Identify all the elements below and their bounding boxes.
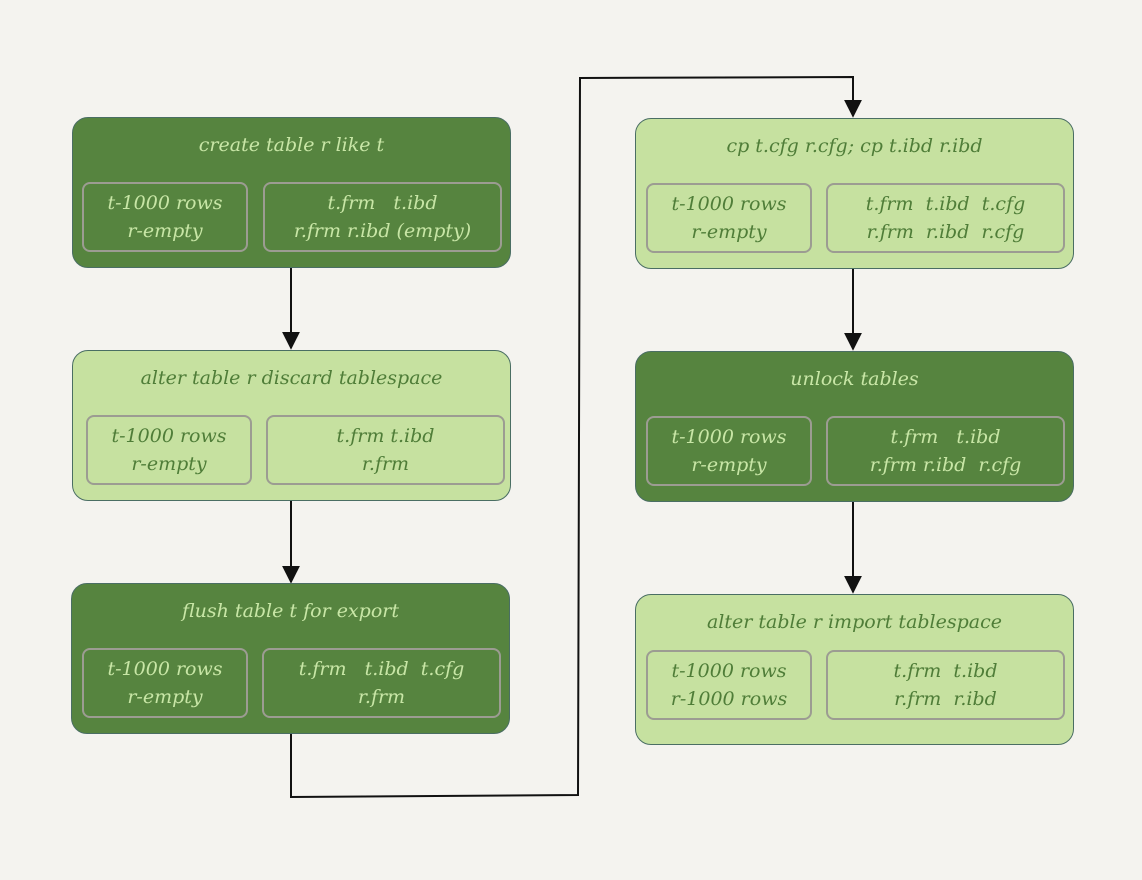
files-box: t.frm t.ibd t.cfg r.frm	[262, 648, 501, 718]
step-copy-files: cp t.cfg r.cfg; cp t.ibd r.ibd t-1000 ro…	[635, 118, 1074, 269]
arrow-step3-to-step4	[290, 75, 862, 799]
row-count-line: r-empty	[127, 220, 203, 242]
files-line: t.frm t.ibd	[327, 192, 438, 214]
row-count-line: t-1000 rows	[671, 426, 787, 448]
files-box: t.frm t.ibd r.frm r.ibd r.cfg	[826, 416, 1065, 486]
step-title: alter table r import tablespace	[706, 611, 1003, 633]
row-count-line: r-empty	[691, 221, 767, 243]
step-title: flush table t for export	[182, 600, 399, 622]
files-line: r.frm	[357, 686, 406, 708]
step-title: cp t.cfg r.cfg; cp t.ibd r.ibd	[726, 135, 983, 157]
step-flush-table: flush table t for export t-1000 rows r-e…	[71, 583, 510, 734]
row-count-line: r-empty	[127, 686, 203, 708]
row-count-line: r-empty	[131, 453, 207, 475]
files-box: t.frm t.ibd t.cfg r.frm r.ibd r.cfg	[826, 183, 1065, 253]
files-line: r.frm r.ibd r.cfg	[869, 454, 1022, 476]
files-box: t.frm t.ibd r.frm	[266, 415, 505, 485]
row-count-line: t-1000 rows	[107, 192, 223, 214]
files-line: r.frm r.ibd r.cfg	[866, 221, 1025, 243]
step-unlock-tables: unlock tables t-1000 rows r-empty t.frm …	[635, 351, 1074, 502]
files-line: r.frm r.ibd	[894, 688, 997, 710]
row-count-box: t-1000 rows r-empty	[646, 416, 812, 486]
step-import-tablespace: alter table r import tablespace t-1000 r…	[635, 594, 1074, 745]
row-count-line: t-1000 rows	[671, 660, 787, 682]
row-count-box: t-1000 rows r-empty	[86, 415, 252, 485]
step-title: alter table r discard tablespace	[140, 367, 443, 389]
files-line: t.frm t.ibd	[890, 426, 1001, 448]
row-count-line: t-1000 rows	[111, 425, 227, 447]
step-discard-tablespace: alter table r discard tablespace t-1000 …	[72, 350, 511, 501]
row-count-line: t-1000 rows	[107, 658, 223, 680]
step-create-table: create table r like t t-1000 rows r-empt…	[72, 117, 511, 268]
row-count-box: t-1000 rows r-empty	[646, 183, 812, 253]
files-line: r.frm	[361, 453, 410, 475]
files-box: t.frm t.ibd r.frm r.ibd (empty)	[263, 182, 502, 252]
step-title: unlock tables	[790, 368, 919, 390]
files-line: t.frm t.ibd	[893, 660, 998, 682]
files-line: t.frm t.ibd t.cfg	[865, 193, 1026, 215]
files-line: t.frm t.ibd	[336, 425, 435, 447]
files-line: t.frm t.ibd t.cfg	[298, 658, 465, 680]
row-count-box: t-1000 rows r-empty	[82, 648, 248, 718]
files-box: t.frm t.ibd r.frm r.ibd	[826, 650, 1065, 720]
row-count-line: r-empty	[691, 454, 767, 476]
row-count-line: t-1000 rows	[671, 193, 787, 215]
row-count-line: r-1000 rows	[670, 688, 788, 710]
row-count-box: t-1000 rows r-empty	[82, 182, 248, 252]
row-count-box: t-1000 rows r-1000 rows	[646, 650, 812, 720]
step-title: create table r like t	[198, 134, 385, 156]
files-line: r.frm r.ibd (empty)	[293, 220, 472, 242]
